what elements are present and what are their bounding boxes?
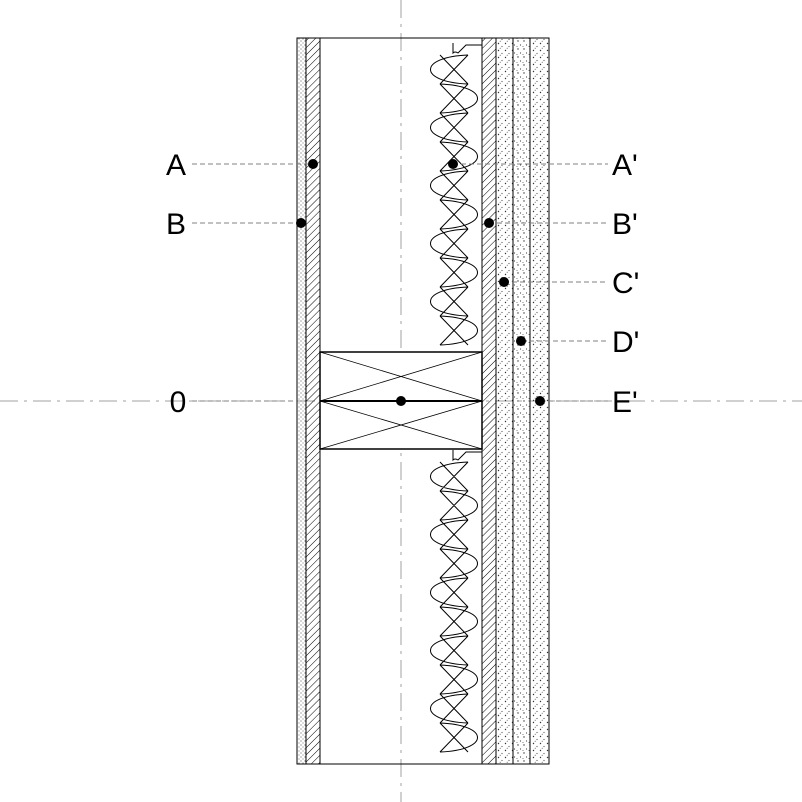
point-e-prime xyxy=(535,396,545,406)
point-c-prime xyxy=(499,277,509,287)
point-zero xyxy=(396,396,406,406)
finish-layer-left xyxy=(296,37,307,765)
sheathing-layer-1 xyxy=(495,37,514,765)
label-a: A xyxy=(166,149,186,182)
label-b-prime: B' xyxy=(612,208,638,241)
label-d-prime: D' xyxy=(612,326,639,359)
label-a-prime: A' xyxy=(612,149,638,182)
board-layer-right xyxy=(481,37,497,765)
point-a xyxy=(308,159,318,169)
sheathing-layer-2 xyxy=(512,37,531,765)
label-b: B xyxy=(166,208,186,241)
point-b-prime xyxy=(484,218,494,228)
label-c-prime: C' xyxy=(612,267,639,300)
point-b xyxy=(296,218,306,228)
insulation-lower xyxy=(430,450,482,753)
point-a-prime xyxy=(448,159,458,169)
leader-lines xyxy=(192,163,608,402)
insulation-upper xyxy=(430,43,482,346)
board-layer-left xyxy=(305,37,321,765)
label-e-prime: E' xyxy=(612,386,638,419)
label-zero: 0 xyxy=(170,386,187,419)
point-d-prime xyxy=(516,336,526,346)
